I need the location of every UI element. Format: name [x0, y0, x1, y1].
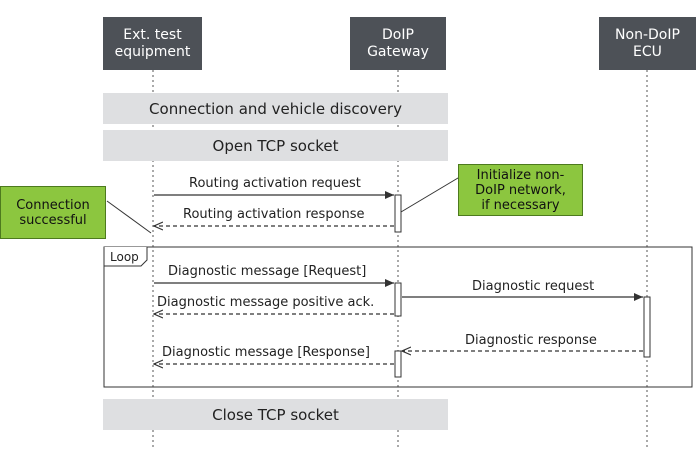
loop-frame — [103, 246, 693, 388]
gateway-activation-3 — [394, 350, 402, 378]
label-diag-response: Diagnostic message [Response] — [162, 345, 370, 360]
loop-tag-box — [103, 247, 148, 267]
participant-test-equipment: Ext. test equipment — [103, 17, 202, 70]
label-routing-response: Routing activation response — [183, 207, 365, 222]
gateway-activation-1 — [394, 194, 402, 233]
label-ecu-response: Diagnostic response — [465, 333, 597, 348]
participant-gateway: DoIP Gateway — [350, 17, 446, 70]
gateway-activation-2 — [394, 282, 402, 317]
phase-close-socket: Close TCP socket — [103, 399, 448, 430]
label-ecu-request: Diagnostic request — [472, 279, 595, 294]
note-init-network: Initialize non- DoIP network, if necessa… — [458, 164, 583, 216]
label-routing-request: Routing activation request — [189, 176, 361, 191]
ecu-activation — [643, 296, 651, 358]
note-connection-successful: Connection successful — [0, 186, 106, 239]
label-diag-pos-ack: Diagnostic message positive ack. — [157, 295, 375, 310]
label-diag-request: Diagnostic message [Request] — [168, 264, 367, 279]
connector-connection-note — [106, 200, 152, 234]
participant-ecu: Non-DoIP ECU — [599, 17, 696, 70]
phase-discovery: Connection and vehicle discovery — [103, 93, 448, 124]
loop-label: Loop — [110, 250, 139, 264]
phase-open-socket: Open TCP socket — [103, 130, 448, 161]
connector-init-note — [400, 174, 464, 213]
